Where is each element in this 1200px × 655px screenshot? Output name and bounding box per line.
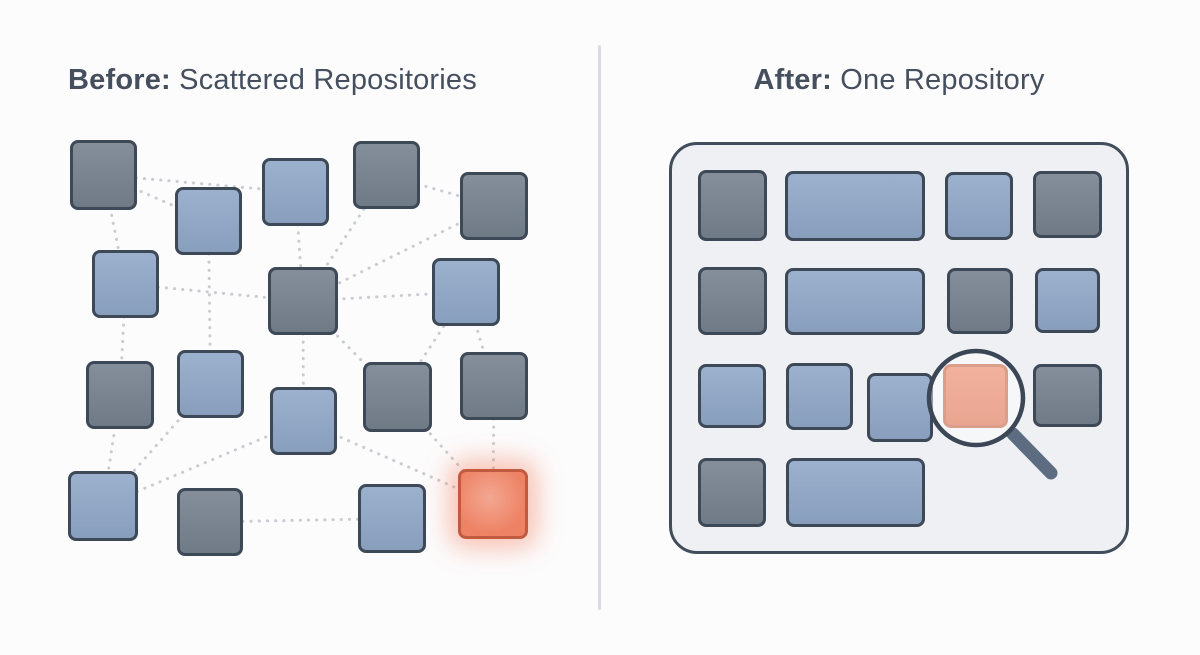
repo-square — [698, 267, 767, 335]
after-title-prefix: After: — [753, 64, 832, 96]
before-title: Before: Scattered Repositories — [68, 64, 477, 97]
repo-square — [785, 171, 925, 241]
repo-square — [867, 373, 933, 442]
before-title-text: Scattered Repositories — [170, 64, 477, 96]
before-title-prefix: Before: — [68, 64, 171, 96]
repo-square — [698, 458, 766, 527]
repo-square — [786, 458, 925, 527]
repo-square — [785, 268, 925, 335]
after-title-text: One Repository — [831, 64, 1045, 96]
repo-square — [945, 172, 1013, 240]
repo-square — [698, 170, 767, 241]
repo-square-highlighted — [943, 364, 1008, 428]
after-title: After: One Repository — [669, 64, 1129, 97]
repo-square — [786, 363, 853, 430]
repo-square — [947, 268, 1013, 334]
panel-divider — [598, 45, 601, 610]
repo-square — [698, 364, 766, 428]
repo-square — [1033, 171, 1102, 238]
repo-square — [1035, 268, 1100, 333]
repo-square — [1033, 364, 1102, 427]
